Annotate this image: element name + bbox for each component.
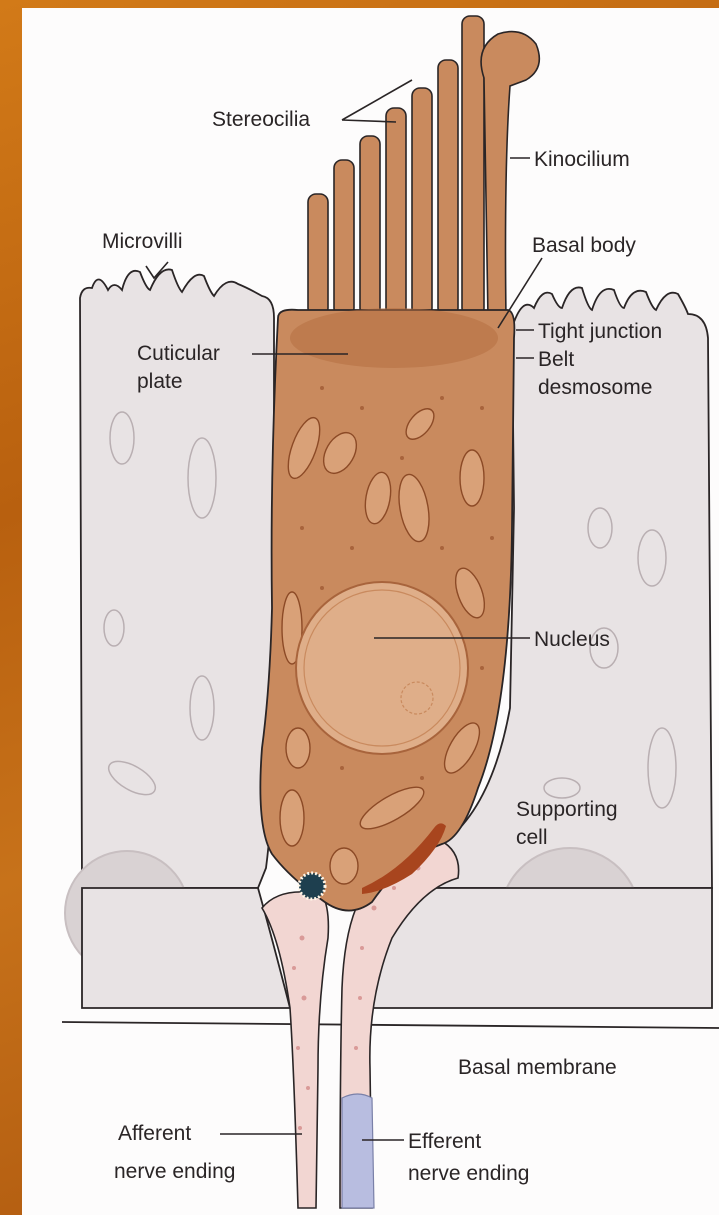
- hair-cell-nucleus: [296, 582, 468, 754]
- efferent-label-1: Efferent: [408, 1130, 481, 1153]
- basal-membrane-label: Basal membrane: [458, 1056, 617, 1079]
- stereocilia-bundle: [308, 16, 484, 316]
- efferent-label-group: Efferent nerve ending: [362, 1130, 529, 1185]
- efferent-label-2: nerve ending: [408, 1162, 529, 1185]
- tight-junction-label-group: Tight junction: [516, 320, 662, 343]
- stereocilium-2: [334, 160, 354, 316]
- afferent-label-group: Afferent nerve ending: [114, 1122, 302, 1183]
- cuticular-plate-label-2: plate: [137, 370, 183, 393]
- basal-body-label: Basal body: [532, 234, 636, 257]
- microvilli-label: Microvilli: [102, 230, 183, 253]
- supporting-cell-label-1: Supporting: [516, 798, 618, 821]
- stereocilium-5: [412, 88, 432, 316]
- stereocilium-3: [360, 136, 380, 316]
- lower-right-supporting-cell: [368, 888, 712, 1008]
- cuticular-plate: [290, 308, 498, 368]
- kinocilium-label: Kinocilium: [534, 148, 630, 171]
- stereocilia-label: Stereocilia: [212, 108, 310, 131]
- afferent-label-2: nerve ending: [114, 1160, 235, 1183]
- tight-junction-label: Tight junction: [538, 320, 662, 343]
- supporting-cell-label-2: cell: [516, 826, 548, 849]
- stereocilium-1: [308, 194, 328, 316]
- diagram-sheet: Stereocilia Kinocilium Microvilli Basal …: [22, 8, 719, 1215]
- hair-cell-diagram: Stereocilia Kinocilium Microvilli Basal …: [22, 8, 719, 1215]
- lower-left-supporting-cell: [82, 888, 290, 1008]
- belt-desmosome-label-2: desmosome: [538, 376, 652, 399]
- efferent-inner-fiber: [342, 1094, 374, 1208]
- nucleus-label: Nucleus: [534, 628, 610, 651]
- cuticular-plate-label-1: Cuticular: [137, 342, 220, 365]
- stereocilium-4: [386, 108, 406, 316]
- stereocilia-label-group: Stereocilia: [212, 80, 412, 131]
- kinocilium-label-group: Kinocilium: [510, 148, 630, 171]
- basal-membrane-line: [62, 1022, 719, 1028]
- basal-membrane-label-group: Basal membrane: [458, 1056, 617, 1079]
- afferent-label-1: Afferent: [118, 1122, 191, 1145]
- stereocilium-6: [438, 60, 458, 316]
- belt-desmosome-label-1: Belt: [538, 348, 574, 371]
- synaptic-ribbon: [299, 873, 325, 899]
